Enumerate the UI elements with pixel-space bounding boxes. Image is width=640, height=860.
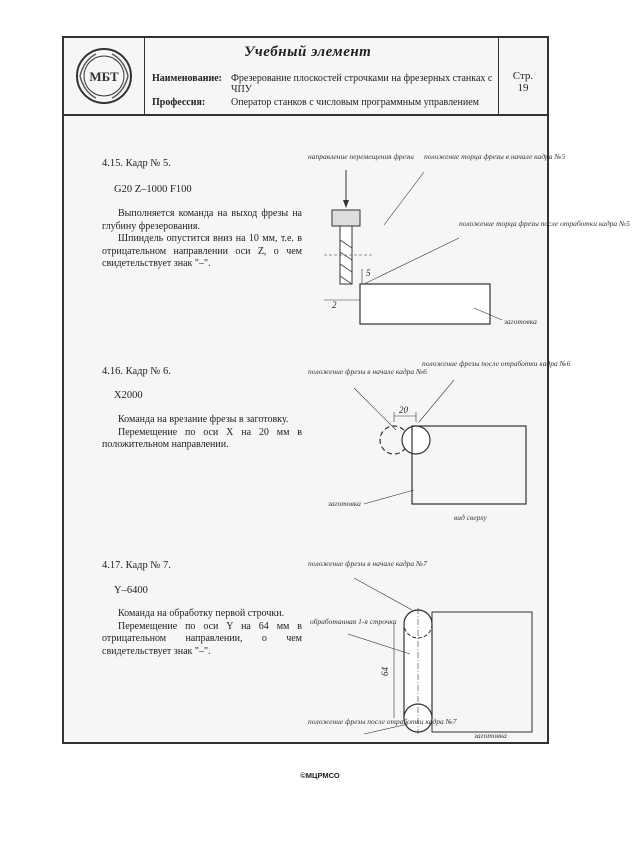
program-code: G20 Z–1000 F100 <box>114 184 192 195</box>
label-end: положение торца фрезы после отработки ка… <box>459 219 630 228</box>
paragraph: Команда на врезание фрезы в заготовку. <box>118 414 289 425</box>
paragraph: Выполняется команда на выход фрезы на гл… <box>102 208 302 232</box>
frame-6-diagram: положение фрезы в начале кадра №6 положе… <box>308 359 571 522</box>
header-title: Учебный элемент <box>244 44 372 60</box>
page-number: 19 <box>517 82 529 94</box>
profession-value: Оператор станков с числовым программным … <box>231 97 479 108</box>
logo-cell: МБТ <box>64 38 145 114</box>
document-page: МБТ Учебный элемент Наименование: Фрезер… <box>62 36 630 744</box>
profession-row: Профессия: Оператор станков с числовым п… <box>152 97 492 109</box>
program-code: Y–6400 <box>114 585 148 596</box>
institution-logo: МБТ <box>76 48 132 104</box>
name-value: Фрезерование плоскостей строчками на фре… <box>231 73 493 95</box>
label-start: положение торца фрезы в начале кадра №5 <box>424 152 565 161</box>
paragraph: Команда на обработку первой строчки. <box>118 608 285 619</box>
footer-copyright: ©МЦРМСО <box>300 771 340 780</box>
paragraph: Перемещение по оси X на 20 мм в положите… <box>102 426 302 451</box>
program-code: X2000 <box>114 390 143 401</box>
paragraph: Перемещение по оси Y на 64 мм в отрицате… <box>102 620 302 657</box>
label-view: вид сверху <box>454 513 488 522</box>
frame-5-diagram: направление перемещения фрезы положение … <box>308 152 630 326</box>
section-text: Выполняется команда на выход фрезы на гл… <box>102 208 302 271</box>
label-start: положение фрезы в начале кадра №6 <box>308 367 427 376</box>
page-label: Стр. <box>512 70 534 82</box>
dim-20: 20 <box>399 405 409 415</box>
label-start: положение фрезы в начале кадра №7 <box>308 559 427 568</box>
profession-label: Профессия: <box>152 97 206 108</box>
name-label: Наименование: <box>152 73 222 84</box>
section-title: 4.16. Кадр № 6. <box>102 366 171 377</box>
dim-5: 5 <box>366 268 371 278</box>
label-end: положение фрезы после отработки кадра №6 <box>422 359 571 368</box>
section-title: 4.17. Кадр № 7. <box>102 560 171 571</box>
dim-2: 2 <box>332 300 337 310</box>
logo-text: МБТ <box>89 69 119 84</box>
header-table: МБТ Учебный элемент Наименование: Фрезер… <box>64 38 547 116</box>
label-direction: направление перемещения фрезы <box>308 152 414 161</box>
section-title: 4.15. Кадр № 5. <box>102 158 171 169</box>
label-row: обработанная 1-я строчка <box>310 617 397 626</box>
section-text: Команда на обработку первой строчки. Пер… <box>102 608 302 658</box>
paragraph: Шпиндель опустится вниз на 10 мм, т.е. в… <box>102 233 302 269</box>
dim-64: 64 <box>380 667 390 677</box>
label-workpiece: заготовка <box>503 317 537 326</box>
section-text: Команда на врезание фрезы в заготовку. П… <box>102 414 302 452</box>
frame-7-diagram: положение фрезы в начале кадра №7 64 обр… <box>308 559 533 740</box>
label-end: положение фрезы после отработки кадра №7 <box>308 717 457 726</box>
page-number-cell: Стр. 19 <box>498 38 547 114</box>
label-workpiece: заготовка <box>473 731 507 740</box>
name-row: Наименование: Фрезерование плоскостей ст… <box>152 73 492 97</box>
label-workpiece: заготовка <box>327 499 361 508</box>
